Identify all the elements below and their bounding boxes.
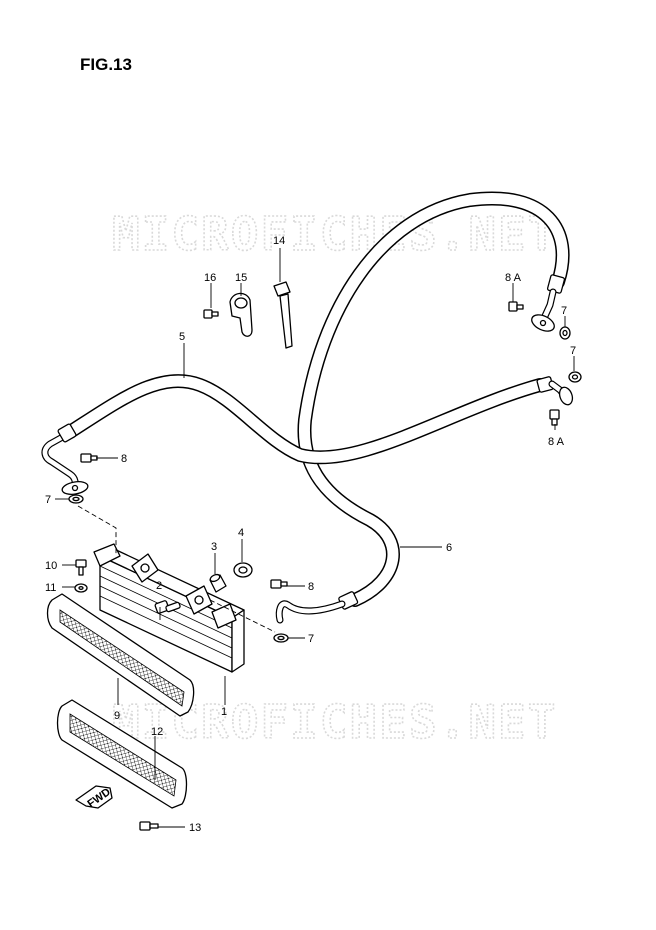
callout-12: 12 <box>151 726 163 738</box>
hose-5 <box>63 374 547 465</box>
hose-5-right-fitting <box>536 376 574 406</box>
washer-7-left <box>68 494 84 504</box>
oil-cooler <box>93 543 245 673</box>
callout-8A-bottom: 8 A <box>548 436 565 448</box>
grommet-4 <box>233 562 253 578</box>
bolt-8A-bottom <box>549 409 560 426</box>
callout-10: 10 <box>45 560 57 572</box>
bolt-2 <box>165 601 181 613</box>
leader-lines <box>55 248 575 828</box>
callout-7-top: 7 <box>561 305 567 317</box>
callout-2: 2 <box>156 580 162 592</box>
callout-13: 13 <box>189 822 201 834</box>
spacer-3 <box>209 573 227 593</box>
watermark-top: MICROFICHES.NET <box>112 207 557 261</box>
callout-7-left: 7 <box>45 494 51 506</box>
mesh-panel <box>46 593 195 717</box>
hose-6-bottom-pipe <box>275 591 359 624</box>
callout-7-right: 7 <box>570 345 576 357</box>
callout-14: 14 <box>273 235 285 247</box>
callout-8A-top: 8 A <box>505 272 522 284</box>
hose-6 <box>297 191 570 607</box>
callout-7-bottom: 7 <box>308 633 314 645</box>
clamp-15 <box>229 292 253 337</box>
washer-7-bottom <box>273 633 289 643</box>
washer-11 <box>74 583 88 593</box>
callout-3: 3 <box>211 541 217 553</box>
callout-5: 5 <box>179 331 185 343</box>
callout-16: 16 <box>204 272 216 284</box>
callout-8-right: 8 <box>308 581 314 593</box>
bolt-16 <box>203 309 219 319</box>
bolt-8A-top <box>508 301 524 312</box>
callout-6: 6 <box>446 542 452 554</box>
callout-9: 9 <box>114 710 120 722</box>
bolt-8-right <box>270 579 288 589</box>
bolt-13 <box>139 821 159 831</box>
bolt-10 <box>75 559 87 576</box>
washer-7-top <box>559 326 571 340</box>
figure-title: FIG.13 <box>80 55 132 74</box>
washer-7-right <box>568 371 582 383</box>
callout-11: 11 <box>45 582 56 594</box>
grille <box>56 699 188 809</box>
bolt-8-left <box>80 453 98 463</box>
callout-1: 1 <box>221 706 227 718</box>
hose-5-left-pipe <box>41 423 89 495</box>
callout-8-left: 8 <box>121 453 127 465</box>
callout-15: 15 <box>235 272 247 284</box>
hose-6-top-fitting <box>531 274 566 332</box>
callout-4: 4 <box>238 527 244 539</box>
cable-tie-14 <box>273 281 293 349</box>
fwd-arrow: FWD <box>75 785 113 810</box>
